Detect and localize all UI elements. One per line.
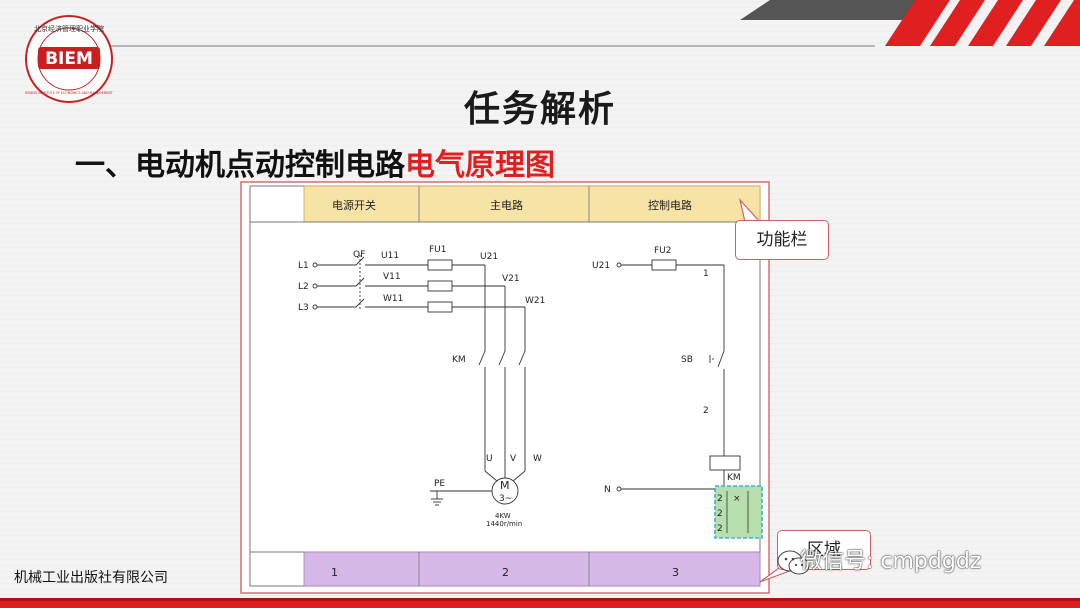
label-v21: V21	[502, 274, 520, 284]
section-heading: 一、电动机点动控制电路电气原理图	[75, 140, 555, 184]
main-circuit	[430, 264, 526, 506]
publisher-name: 机械工业出版社有限公司	[14, 570, 168, 586]
label-l2: L2	[298, 282, 309, 292]
zone-3: 3	[672, 566, 679, 579]
label-wire-1: 1	[703, 269, 709, 279]
section-heading-highlight: 电气原理图	[405, 148, 555, 183]
label-km-main: KM	[452, 355, 466, 365]
contact-table: 2 2 2 ×	[714, 485, 763, 539]
function-bar-main: 主电路	[490, 199, 523, 212]
svg-text:BIEM: BIEM	[45, 49, 93, 69]
contact-row-1: 2	[717, 494, 723, 504]
function-bar: 电源开关 主电路 控制电路	[250, 185, 761, 223]
label-u11: U11	[381, 251, 399, 261]
section-heading-prefix: 一、电动机点动控制电路	[75, 148, 405, 183]
label-n: N	[604, 485, 611, 495]
motor-label: M	[500, 479, 510, 492]
label-v11: V11	[383, 272, 401, 282]
label-w21: W21	[525, 296, 545, 306]
callout-function-bar: 功能栏	[735, 220, 829, 260]
zone-2: 2	[502, 566, 509, 579]
motor-speed: 1440r/min	[486, 520, 522, 528]
callout-zone-bar: 区域	[777, 530, 871, 570]
label-qf: QF	[353, 250, 365, 260]
label-l1: L1	[298, 261, 309, 271]
zone-bar: 1 2 3	[250, 551, 761, 587]
label-wire-2: 2	[703, 406, 709, 416]
contact-x-mark: ×	[733, 494, 741, 504]
label-w11: W11	[383, 294, 403, 304]
contact-row-3: 2	[717, 524, 723, 534]
zone-1: 1	[331, 566, 338, 579]
function-bar-power: 电源开关	[332, 198, 376, 212]
svg-text:北京经济管理职业学院: 北京经济管理职业学院	[34, 24, 104, 33]
label-w: W	[533, 454, 542, 464]
label-pe: PE	[434, 479, 445, 489]
motor-phase-label: 3~	[499, 494, 512, 504]
control-circuit	[616, 259, 741, 492]
contact-row-2: 2	[717, 509, 723, 519]
label-v: V	[510, 454, 517, 464]
label-sb: SB	[681, 355, 693, 365]
header-stripes	[740, 0, 1080, 46]
biem-logo: 北京经济管理职业学院 BEIJING INSTITUTE OF ECONOMIC…	[25, 15, 113, 103]
label-l3: L3	[298, 303, 309, 313]
label-fu2: FU2	[654, 246, 672, 256]
label-fu1: FU1	[429, 245, 447, 255]
label-u21: U21	[480, 252, 498, 262]
motor-power: 4KW	[495, 512, 511, 520]
label-u: U	[486, 454, 493, 464]
header-divider	[110, 45, 875, 47]
function-bar-control: 控制电路	[648, 198, 692, 212]
circuit-diagram: 电源开关 主电路 控制电路 1 2 3 L1 L2 L3 QF U11 V11 …	[240, 181, 770, 594]
page-title: 任务解析	[463, 88, 616, 130]
footer-stripe	[0, 598, 1080, 608]
wechat-id: 微信号: cmpdgdz	[800, 549, 982, 574]
label-km-coil: KM	[727, 473, 741, 483]
wechat-icon	[777, 550, 810, 575]
label-ctrl-u21: U21	[592, 261, 610, 271]
svg-text:BEIJING INSTITUTE OF ECONOMICS: BEIJING INSTITUTE OF ECONOMICS AND MANAG…	[25, 91, 112, 95]
